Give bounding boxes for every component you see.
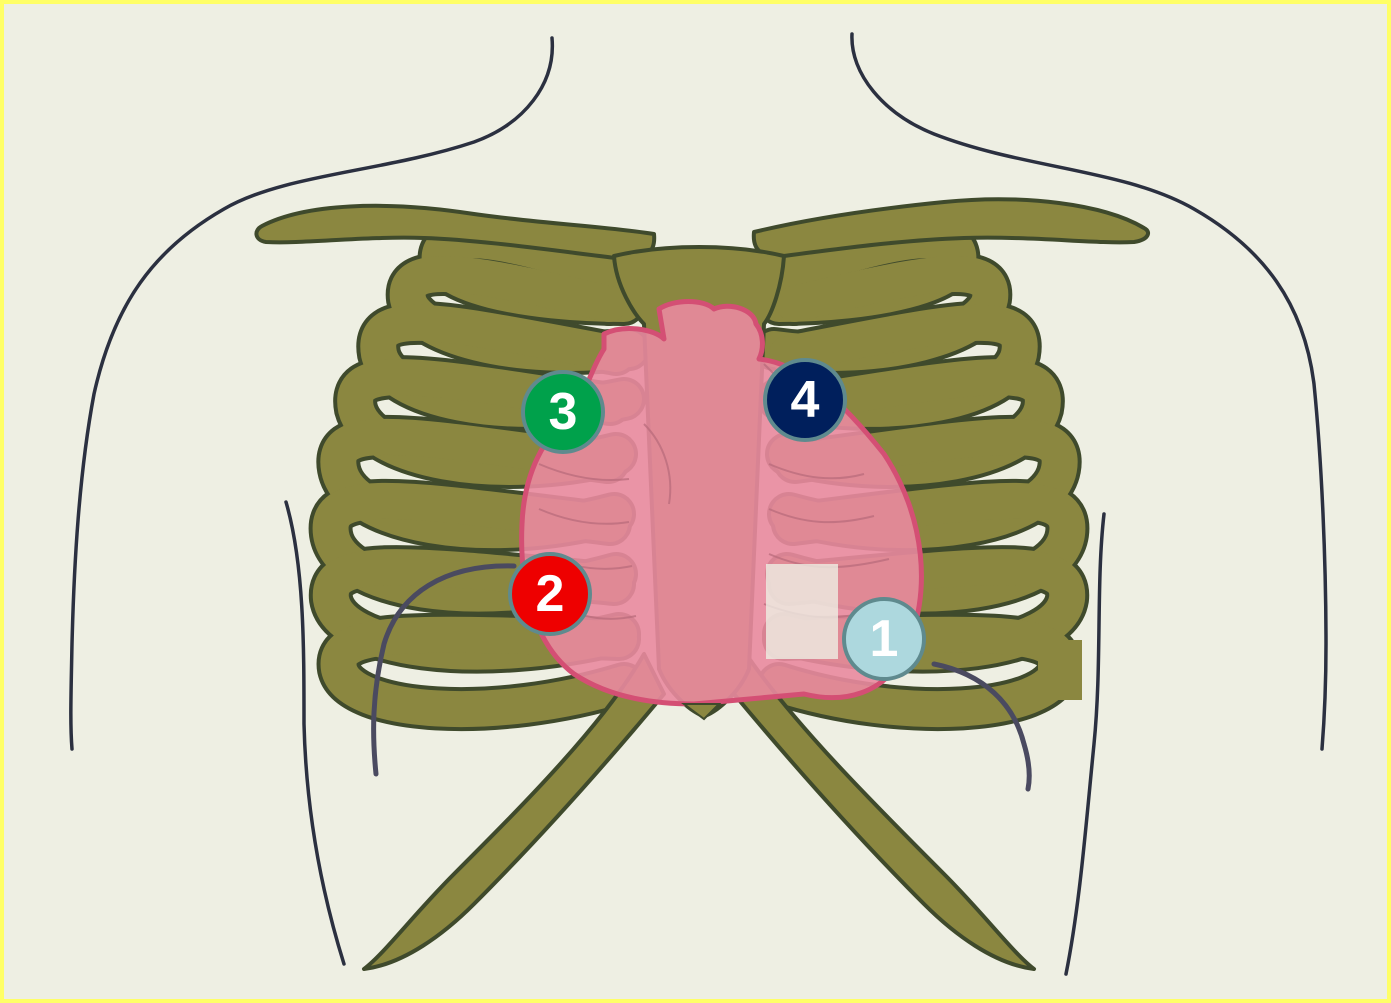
shade-patch-right [1038,640,1082,700]
diagram-frame: 3 4 2 1 [4,4,1387,999]
point-1-label: 1 [870,613,899,665]
auscultation-point-3[interactable]: 3 [521,370,605,454]
point-3-label: 3 [549,386,578,438]
point-2-label: 2 [536,568,565,620]
point-4-label: 4 [791,374,820,426]
shade-patch [766,564,838,659]
auscultation-point-1[interactable]: 1 [842,597,926,681]
chest-illustration [4,4,1387,999]
auscultation-point-2[interactable]: 2 [508,552,592,636]
auscultation-point-4[interactable]: 4 [763,358,847,442]
